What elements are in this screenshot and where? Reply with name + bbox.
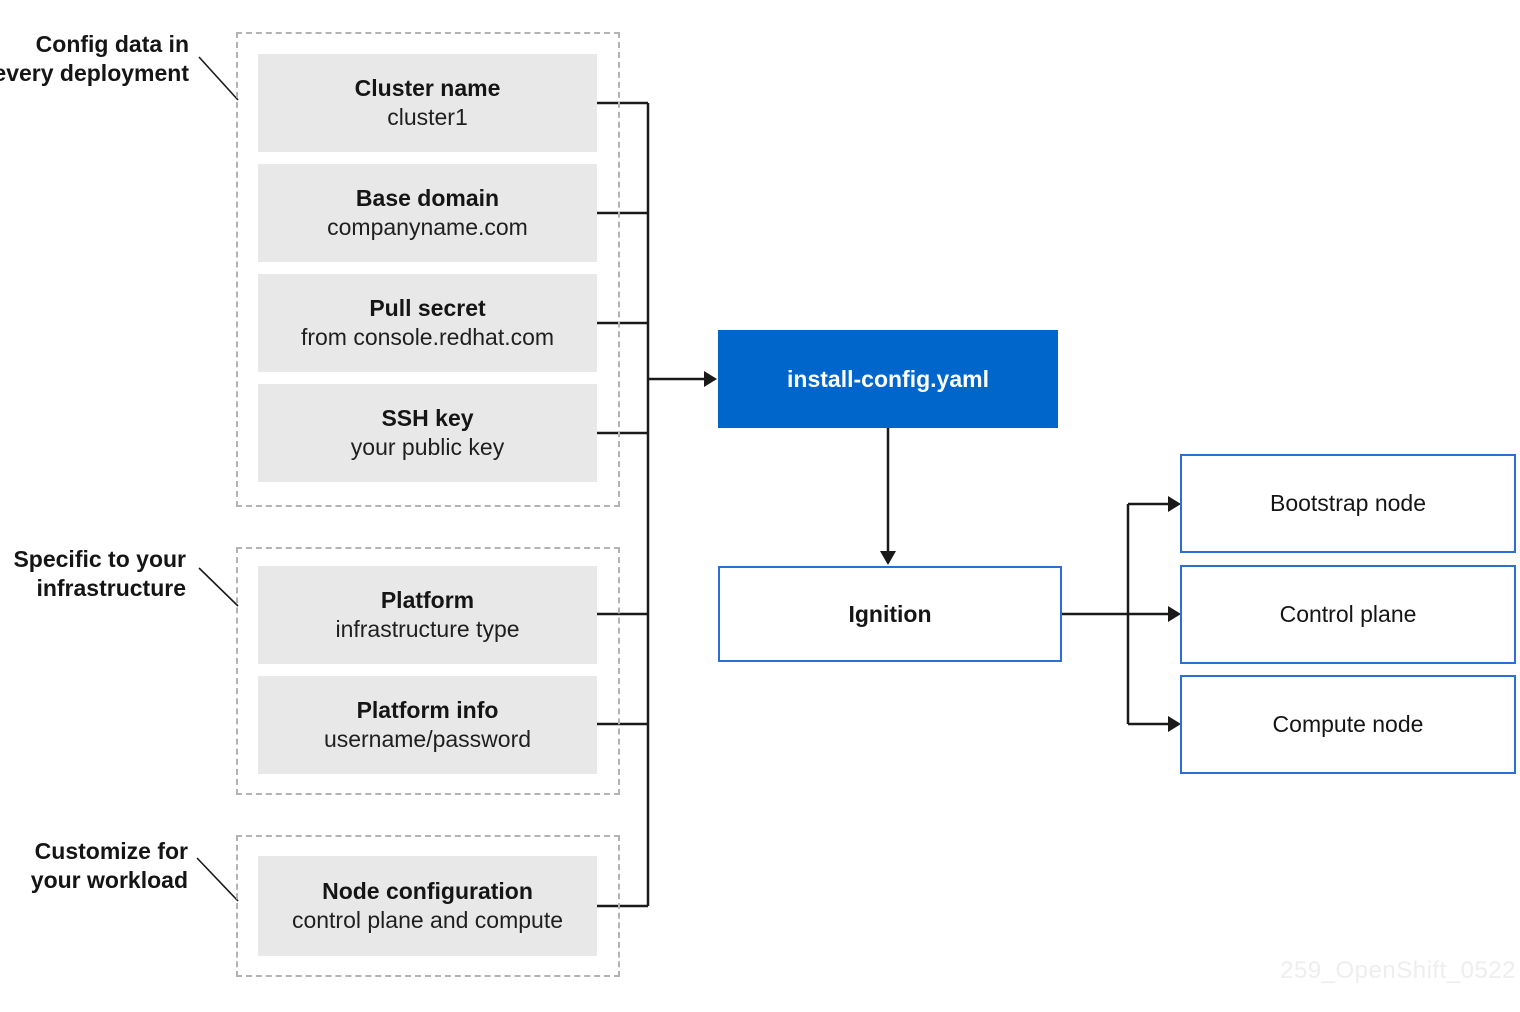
install-config-yaml-label: install-config.yaml [787, 365, 989, 392]
config-item-platform-info: Platform info username/password [258, 676, 597, 774]
config-item-platform: Platform infrastructure type [258, 566, 597, 664]
config-item-base-domain: Base domain companyname.com [258, 164, 597, 262]
config-item-subtitle: control plane and compute [291, 907, 564, 933]
compute-node-box: Compute node [1180, 675, 1516, 774]
side-label-line: Config data in [35, 31, 189, 57]
compute-node-label: Compute node [1272, 711, 1424, 737]
config-item-title: Platform [380, 587, 475, 613]
config-item-subtitle: companyname.com [327, 214, 528, 240]
config-item-title: Platform info [356, 697, 499, 723]
config-item-title: Cluster name [354, 75, 501, 101]
config-item-pull-secret: Pull secret from console.redhat.com [258, 274, 597, 372]
arrow-head-install-to-ignition [880, 551, 896, 565]
label-pointer-line-infrastructure [198, 567, 239, 607]
side-label-line: every deployment [0, 60, 189, 86]
install-config-yaml-box: install-config.yaml [718, 330, 1058, 428]
config-item-subtitle: username/password [323, 726, 532, 752]
config-item-title: SSH key [381, 405, 474, 431]
side-label-line: Customize for [34, 838, 188, 864]
config-item-cluster-name: Cluster name cluster1 [258, 54, 597, 152]
side-label-line: infrastructure [36, 575, 186, 601]
control-plane-label: Control plane [1279, 601, 1417, 627]
config-item-subtitle: your public key [350, 434, 505, 460]
side-label-line: your workload [30, 867, 188, 893]
group-outline-workload [236, 835, 620, 977]
group-outline-config-data [236, 32, 620, 507]
config-item-ssh-key: SSH key your public key [258, 384, 597, 482]
side-label-line: Specific to your [13, 546, 186, 572]
control-plane-box: Control plane [1180, 565, 1516, 664]
label-pointer-line-config-data [198, 56, 239, 101]
ignition-box: Ignition [718, 566, 1062, 662]
config-item-node-configuration: Node configuration control plane and com… [258, 856, 597, 956]
label-pointer-line-workload [196, 857, 239, 902]
side-label-config-data: Config data in every deployment [0, 30, 189, 88]
config-item-subtitle: cluster1 [387, 104, 468, 130]
watermark-text: 259_OpenShift_0522 [1280, 957, 1516, 984]
config-item-subtitle: infrastructure type [335, 616, 520, 642]
arrow-head-to-install-config [704, 371, 717, 387]
ignition-label: Ignition [848, 600, 932, 627]
config-item-subtitle: from console.redhat.com [300, 324, 555, 350]
bootstrap-node-label: Bootstrap node [1269, 490, 1426, 516]
config-item-title: Node configuration [322, 878, 533, 904]
config-item-title: Pull secret [369, 295, 486, 321]
bootstrap-node-box: Bootstrap node [1180, 454, 1516, 553]
side-label-infrastructure: Specific to your infrastructure [13, 545, 186, 603]
config-item-title: Base domain [355, 185, 500, 211]
group-outline-infrastructure [236, 547, 620, 795]
side-label-workload: Customize for your workload [31, 837, 188, 895]
